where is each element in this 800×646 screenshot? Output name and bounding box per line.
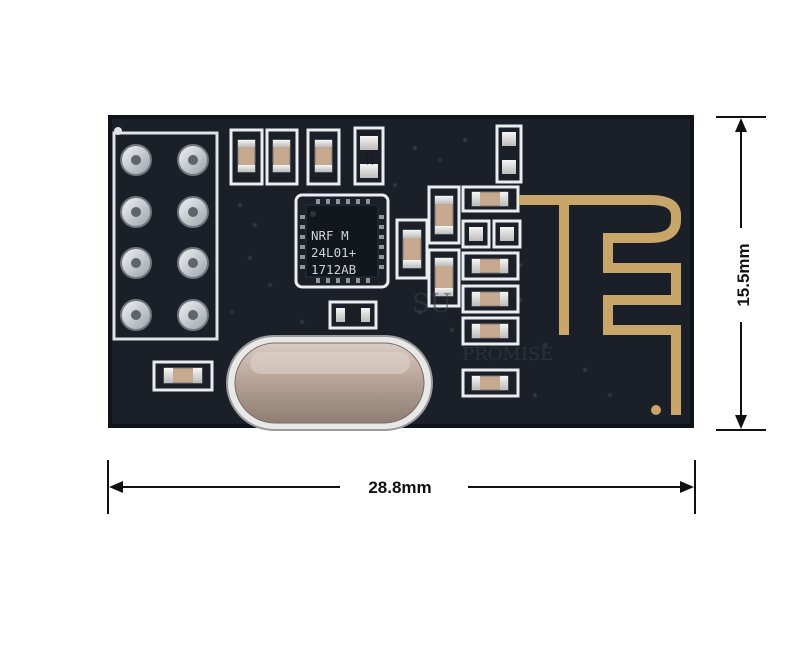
height-dimension	[716, 116, 766, 431]
rf-chip: NRF M 24L01+ 1712AB	[294, 193, 390, 289]
chip-marking-line-3: 1712AB	[311, 262, 356, 277]
cap-marking: 223	[366, 151, 375, 166]
watermark-line-2: PROMISE	[462, 344, 553, 365]
chip-marking-line-1: NRF M	[311, 228, 349, 243]
middle-components: SD1	[152, 124, 523, 398]
height-label: 15.5mm	[734, 243, 753, 306]
vias	[229, 137, 613, 398]
watermark-line-1: SU	[412, 289, 452, 319]
width-label: 28.8mm	[368, 478, 431, 497]
chip-marking-line-2: 24L01+	[311, 245, 356, 260]
width-dimension	[107, 460, 696, 514]
top-components: 223	[229, 126, 385, 186]
watermark: SU PROMISE	[412, 289, 553, 365]
header-pins	[120, 144, 209, 331]
diode-marking: SD1	[346, 313, 361, 322]
crystal-oscillator	[226, 335, 433, 431]
pin-header	[112, 127, 219, 341]
pcb-antenna	[519, 195, 681, 415]
pcb-board	[108, 115, 694, 428]
